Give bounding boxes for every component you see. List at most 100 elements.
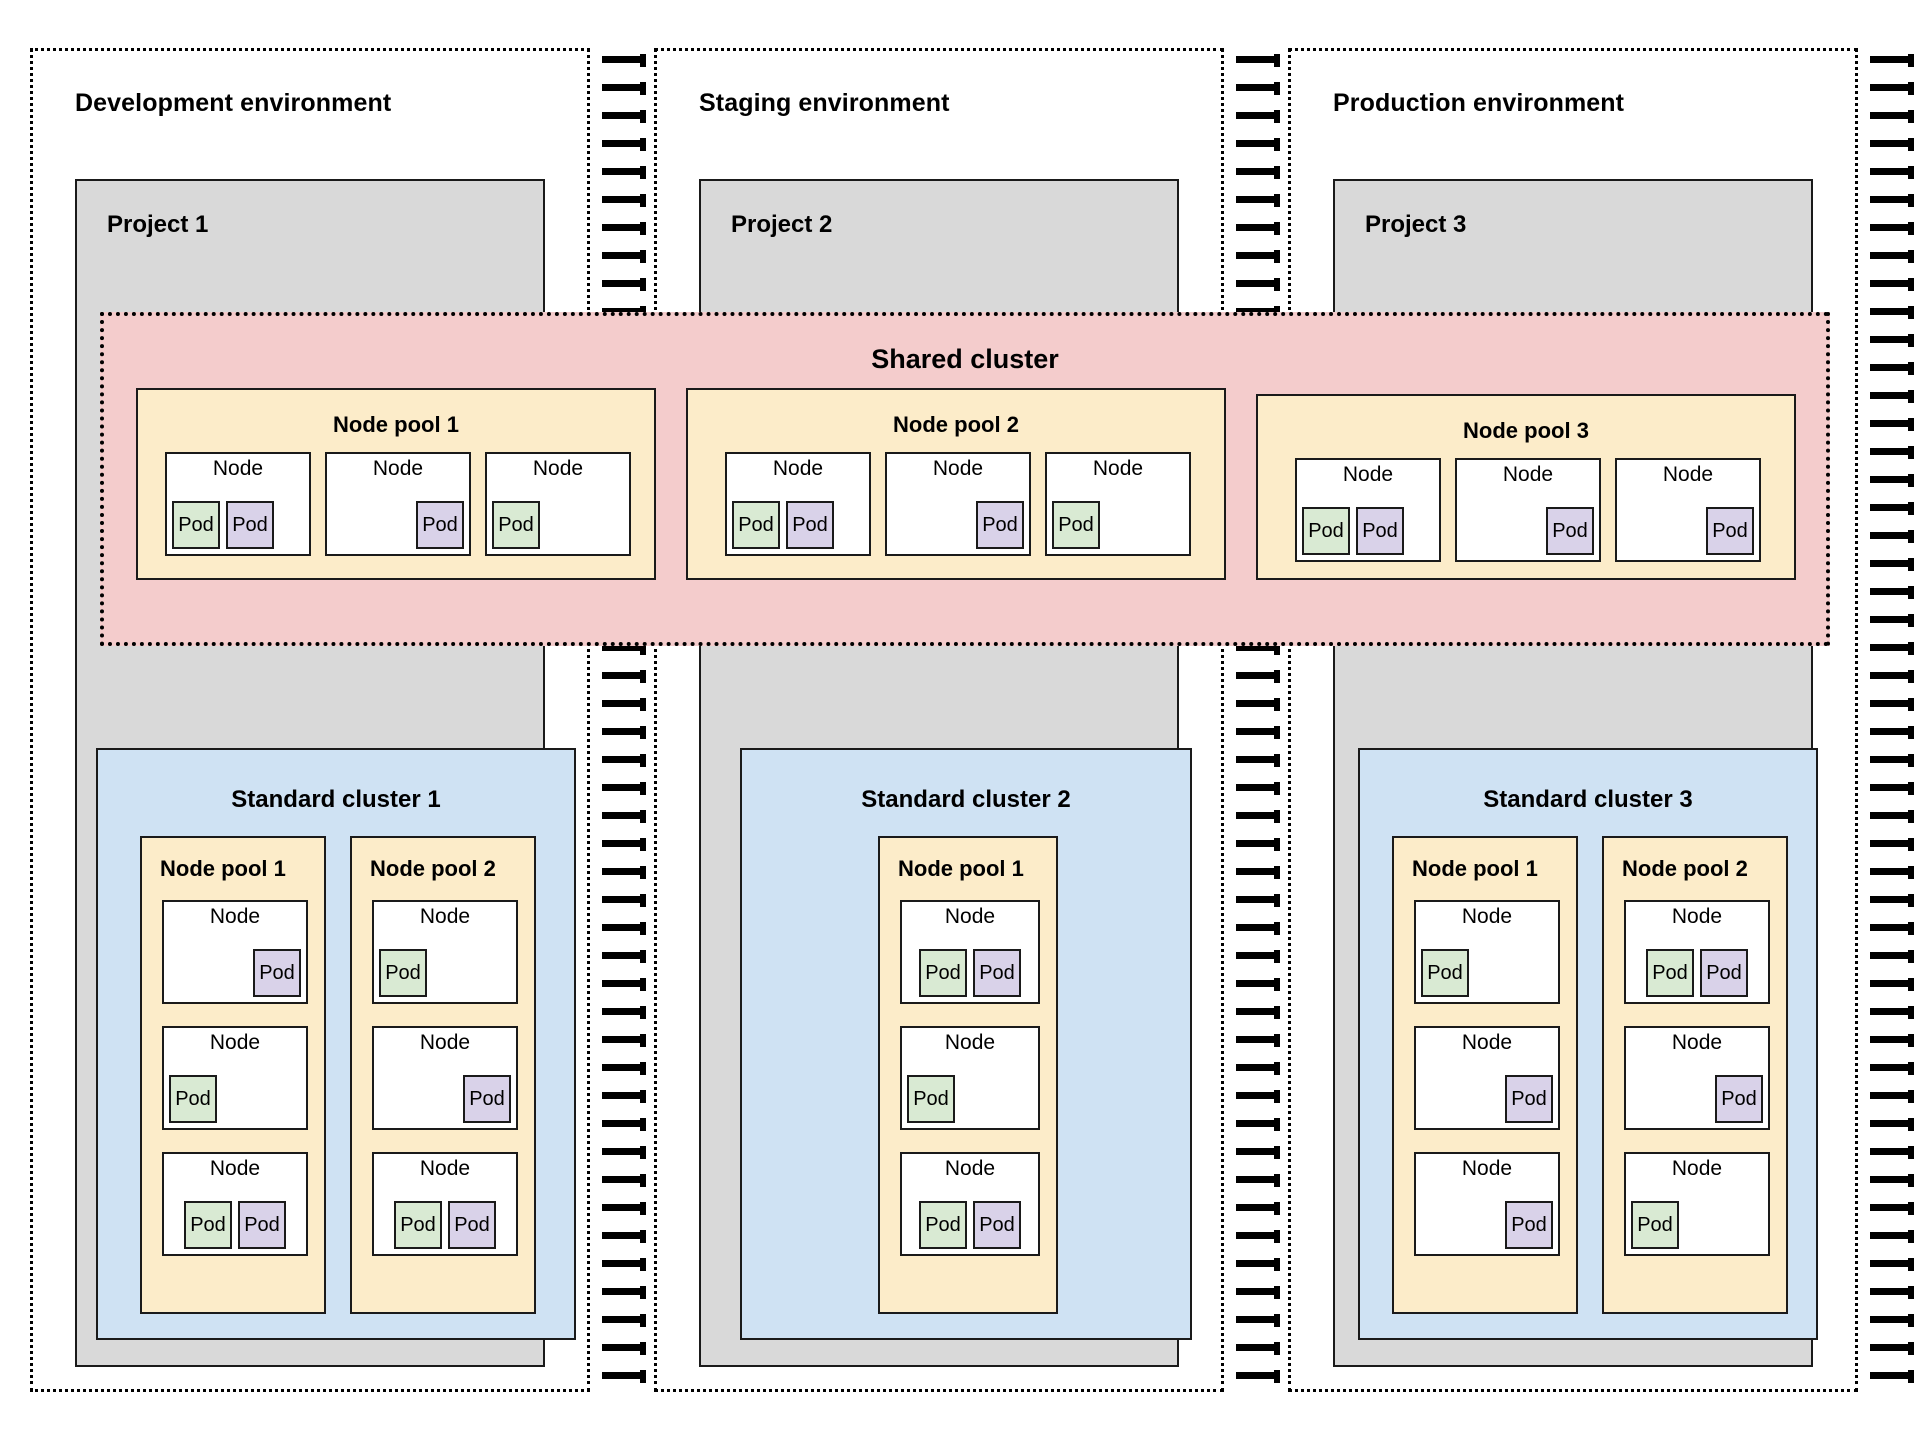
divider-rung xyxy=(1870,1316,1912,1323)
divider-rung xyxy=(1870,756,1912,763)
divider-nub xyxy=(1274,1006,1280,1019)
pod-green: Pod xyxy=(919,949,967,997)
divider-rung xyxy=(602,1344,644,1351)
divider-rung xyxy=(602,840,644,847)
divider-rung xyxy=(1870,168,1912,175)
divider-rung xyxy=(1236,112,1278,119)
divider-rung xyxy=(602,812,644,819)
divider-rung xyxy=(602,140,644,147)
divider-rung xyxy=(1236,1092,1278,1099)
divider-rung xyxy=(1870,140,1912,147)
divider-nub xyxy=(640,194,646,207)
node-pool-title: Node pool 1 xyxy=(333,412,459,437)
pod-container: Pod xyxy=(487,480,629,554)
divider-nub xyxy=(640,138,646,151)
divider-rung xyxy=(1236,1176,1278,1183)
divider-nub xyxy=(1908,82,1914,95)
node-label: Node xyxy=(209,1157,261,1180)
divider-rung xyxy=(602,280,644,287)
divider-nub xyxy=(1274,754,1280,767)
divider-rung xyxy=(602,1064,644,1071)
divider-nub xyxy=(640,754,646,767)
divider-rung xyxy=(1236,784,1278,791)
divider-rung xyxy=(1870,112,1912,119)
environment-title-production: Production environment xyxy=(1333,89,1625,117)
divider-rung xyxy=(1870,1204,1912,1211)
divider-nub xyxy=(1274,642,1280,655)
divider-rung xyxy=(1870,700,1912,707)
divider-nub xyxy=(1908,194,1914,207)
divider-nub xyxy=(1908,54,1914,67)
pod-container: Pod xyxy=(1617,486,1759,560)
divider-rung xyxy=(1870,336,1912,343)
divider-rung xyxy=(1236,1288,1278,1295)
divider-nub xyxy=(1274,250,1280,263)
pod-container: Pod xyxy=(164,928,306,1002)
divider-rung xyxy=(1236,224,1278,231)
pod-purple: Pod xyxy=(1505,1075,1553,1123)
node-pool-title: Node pool 1 xyxy=(1412,856,1538,881)
divider-rung xyxy=(602,1316,644,1323)
divider-rung xyxy=(1870,812,1912,819)
divider-nub xyxy=(1274,82,1280,95)
divider-nub xyxy=(1908,222,1914,235)
divider-rung xyxy=(602,56,644,63)
divider-nub xyxy=(640,1258,646,1271)
divider-rung xyxy=(1870,1232,1912,1239)
divider-nub xyxy=(640,978,646,991)
divider-nub xyxy=(640,1034,646,1047)
divider-nub xyxy=(1908,1006,1914,1019)
divider-rung xyxy=(602,252,644,259)
divider-nub xyxy=(1274,978,1280,991)
divider-nub xyxy=(640,726,646,739)
divider-rung xyxy=(602,644,644,651)
divider-nub xyxy=(640,838,646,851)
divider-rung xyxy=(1870,448,1912,455)
divider-rung xyxy=(1870,420,1912,427)
pod-container: Pod xyxy=(327,480,469,554)
divider-nub xyxy=(1908,362,1914,375)
node-label: Node xyxy=(772,457,824,480)
divider-nub xyxy=(1908,726,1914,739)
divider-rung xyxy=(1870,1148,1912,1155)
divider-rung xyxy=(602,1288,644,1295)
divider-rung xyxy=(1870,1260,1912,1267)
divider-rung xyxy=(1870,588,1912,595)
divider-rung xyxy=(602,1036,644,1043)
divider-nub xyxy=(1908,1286,1914,1299)
divider-rung xyxy=(1870,364,1912,371)
divider-rung xyxy=(1870,924,1912,931)
node-label: Node xyxy=(209,1031,261,1054)
divider-nub xyxy=(640,1342,646,1355)
environment-title-development: Development environment xyxy=(75,89,392,117)
divider-nub xyxy=(640,894,646,907)
divider-rung xyxy=(602,308,644,315)
pod-green: Pod xyxy=(169,1075,217,1123)
divider-rung xyxy=(1870,896,1912,903)
divider-nub xyxy=(640,1230,646,1243)
divider-nub xyxy=(1908,1146,1914,1159)
divider-nub xyxy=(1274,866,1280,879)
node-label: Node xyxy=(419,1031,471,1054)
divider-nub xyxy=(1274,1258,1280,1271)
divider-rung xyxy=(1870,1176,1912,1183)
pod-green: Pod xyxy=(1646,949,1694,997)
divider-rung xyxy=(602,700,644,707)
divider-rung xyxy=(1236,952,1278,959)
